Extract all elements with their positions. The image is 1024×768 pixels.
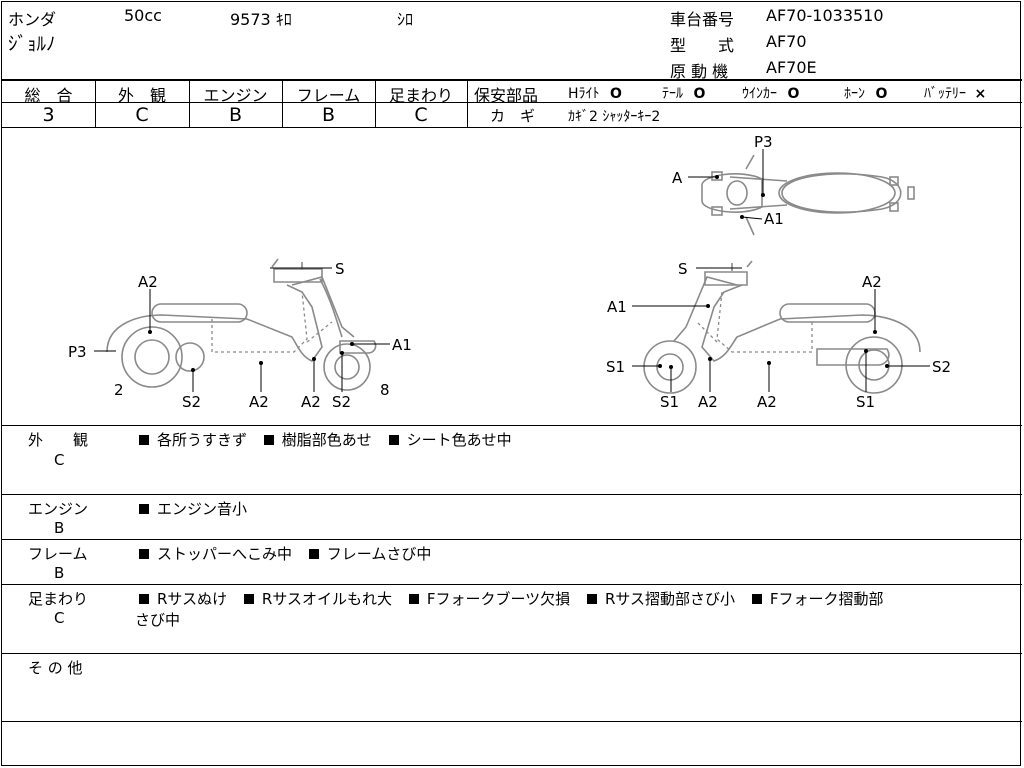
label-left-2: 2	[114, 381, 124, 399]
label-left-a2-top: A2	[138, 273, 158, 291]
divider	[282, 80, 283, 127]
scooter-left-view	[106, 258, 377, 391]
label-right-a1: A1	[607, 298, 627, 316]
grade-exterior-label: 外 観	[117, 86, 166, 105]
grade-overall-value: 3	[42, 104, 55, 126]
section-exterior-notes: 各所うすきず 樹脂部色あせ シート色あせ中	[139, 429, 512, 450]
type-label: 型 式	[670, 36, 735, 55]
divider	[2, 584, 1022, 585]
section-suspension-title: 足まわり	[28, 590, 89, 608]
label-left-s2-a: S2	[182, 393, 201, 411]
divider	[2, 102, 1022, 103]
label-left-8: 8	[380, 381, 390, 399]
engine-model-label: 原 動 機	[670, 62, 729, 81]
section-frame-notes: ストッパーへこみ中 フレームさび中	[139, 543, 431, 564]
label-left-s: S	[335, 260, 345, 278]
section-engine-notes: エンジン音小	[139, 498, 247, 519]
safety-item-tail: ﾃｰﾙ O	[662, 86, 706, 102]
divider	[95, 80, 96, 127]
label-right-a2-b: A2	[757, 393, 777, 411]
label-right-s1-left: S1	[606, 358, 625, 376]
grade-suspension-label: 足まわり	[388, 86, 453, 105]
label-right-a2-top: A2	[862, 273, 882, 291]
label-left-p3: P3	[68, 343, 87, 361]
divider	[2, 79, 1022, 81]
bullet-icon	[139, 435, 149, 445]
label-right-a2-a: A2	[698, 393, 718, 411]
label-top-p3: P3	[754, 133, 773, 151]
bullet-icon	[263, 435, 274, 445]
scooter-right-view	[643, 260, 921, 394]
divider	[375, 80, 376, 127]
divider	[2, 494, 1022, 495]
section-suspension-notes: Rサスぬけ Rサスオイルもれ大 Fフォークブーツ欠損 Rサス摺動部さび小 Fフォ…	[139, 588, 883, 609]
safety-item-horn: ﾎｰﾝ O	[844, 86, 888, 102]
key-value: ｶｷﾞ2 ｼｬｯﾀｰｷｰ2	[568, 109, 661, 125]
divider	[2, 721, 1022, 722]
bullet-icon	[308, 549, 319, 559]
divider	[2, 127, 1022, 128]
bullet-icon	[243, 594, 254, 604]
label-left-a2-b: A2	[249, 393, 269, 411]
safety-item-headlight: Hﾗｲﾄ O	[568, 86, 622, 102]
frame-number: AF70-1033510	[766, 6, 884, 25]
mileage: 9573 ｷﾛ	[230, 10, 292, 29]
section-frame-grade: B	[54, 564, 65, 582]
safety-parts-label: 保安部品	[474, 86, 539, 105]
section-exterior-title: 外 観	[28, 431, 89, 449]
grade-engine-value: B	[228, 104, 243, 126]
grade-frame-value: B	[321, 104, 336, 126]
safety-item-battery: ﾊﾞｯﾃﾘｰ ×	[924, 86, 987, 102]
safety-item-winker: ｳｲﾝｶｰ O	[742, 86, 800, 102]
label-left-s2-b: S2	[332, 393, 351, 411]
label-top-a: A	[672, 169, 683, 187]
label-left-a2-c: A2	[301, 393, 321, 411]
section-engine-grade: B	[54, 519, 65, 537]
label-right-s1-a: S1	[660, 393, 679, 411]
label-right-s1-b: S1	[856, 393, 875, 411]
grade-engine-label: エンジン	[203, 86, 268, 105]
engine-model-value: AF70E	[766, 58, 817, 77]
section-exterior-grade: C	[54, 451, 65, 469]
section-engine-title: エンジン	[28, 500, 89, 518]
bullet-icon	[751, 594, 762, 604]
grade-frame-label: フレーム	[296, 86, 361, 105]
grade-exterior-value: C	[135, 104, 149, 126]
section-other-title: そ の 他	[28, 659, 83, 677]
divider	[2, 539, 1022, 540]
bullet-icon	[139, 594, 149, 604]
bullet-icon	[139, 504, 149, 514]
grade-overall-label: 総 合	[24, 86, 73, 105]
scooter-top-view	[701, 154, 915, 236]
bullet-icon	[586, 594, 597, 604]
divider	[189, 80, 190, 127]
model-name: ｼﾞｮﾙﾉ	[8, 33, 56, 55]
color: ｼﾛ	[397, 10, 414, 29]
bullet-icon	[388, 435, 399, 445]
key-label: カ ギ	[490, 107, 536, 125]
bullet-icon	[139, 549, 149, 559]
frame-number-label: 車台番号	[670, 10, 735, 29]
bullet-icon	[408, 594, 419, 604]
section-frame-title: フレーム	[28, 545, 88, 563]
divider	[467, 80, 468, 127]
divider	[2, 653, 1022, 654]
divider	[2, 425, 1022, 426]
displacement: 50cc	[124, 6, 162, 25]
section-suspension-grade: C	[54, 609, 65, 627]
label-right-s2: S2	[932, 358, 951, 376]
label-right-s: S	[678, 260, 688, 278]
maker: ホンダ	[8, 10, 57, 29]
type-value: AF70	[766, 32, 807, 51]
grade-suspension-value: C	[414, 104, 428, 126]
section-suspension-continuation: さび中	[135, 611, 181, 629]
label-top-a1: A1	[764, 210, 784, 228]
damage-diagram: P3 A A1 S A2 P3	[68, 133, 951, 411]
label-left-a1: A1	[392, 336, 412, 354]
